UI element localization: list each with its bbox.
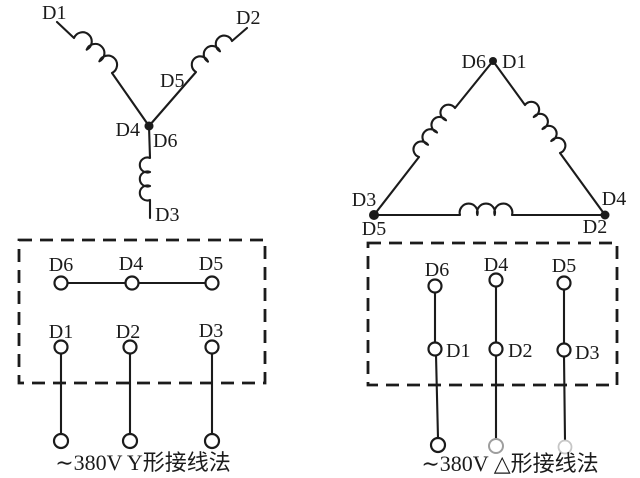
y-label-d2: D2 <box>236 7 260 29</box>
terminal-circle-d5 <box>204 275 220 291</box>
delta-box-label-d3: D3 <box>575 342 599 364</box>
terminal-circle-d3 <box>556 342 572 358</box>
supply-lead-end-1 <box>52 432 70 450</box>
delta-label-d3: D3 <box>352 189 376 211</box>
terminal-circle-d3 <box>204 339 220 355</box>
delta-label-d1: D1 <box>502 51 526 73</box>
delta-label-d2: D2 <box>583 216 607 238</box>
supply-lead-end-1 <box>429 436 447 454</box>
y-box-label-d1: D1 <box>49 321 73 343</box>
delta-box-label-d5: D5 <box>552 255 576 277</box>
terminal-circle-d2 <box>488 341 504 357</box>
delta-box-caption: ∼380V △形接线法 <box>421 451 598 476</box>
delta-box-label-d2: D2 <box>508 340 532 362</box>
terminal-circle-d2 <box>122 339 138 355</box>
y-winding-d1-coil <box>55 20 151 128</box>
delta-box-label-d4: D4 <box>484 254 508 276</box>
delta-right-side-coil <box>491 59 607 217</box>
delta-label-d4: D4 <box>602 188 626 210</box>
supply-lead-end-2 <box>121 432 139 450</box>
delta-box-label-d6: D6 <box>425 259 449 281</box>
y-winding-diagram: D1 D2 D5 D4 D6 D3 <box>42 2 260 226</box>
terminal-circle-d1 <box>427 341 443 357</box>
delta-label-d5: D5 <box>362 218 386 240</box>
terminal-circle-d5 <box>556 275 572 291</box>
delta-top-junction <box>489 57 497 65</box>
delta-lead-3 <box>562 354 567 442</box>
delta-box-label-d1: D1 <box>446 340 470 362</box>
supply-lead-end-3 <box>557 439 573 455</box>
supply-lead-end-2 <box>488 438 504 454</box>
delta-bottom-left-junction <box>369 210 379 220</box>
delta-lead-1 <box>434 353 440 440</box>
delta-bottom-side-coil <box>372 202 607 217</box>
y-box-label-d2: D2 <box>116 321 140 343</box>
terminal-circle-d4 <box>488 272 504 288</box>
supply-lead-end-3 <box>203 432 221 450</box>
delta-terminal-box: D6 D4 D5 D1 D2 D3 ∼380V △形接线法 <box>366 241 619 476</box>
y-terminal-box-outline <box>17 238 267 385</box>
terminal-circle-d4 <box>124 275 140 291</box>
y-label-d3: D3 <box>155 204 179 226</box>
delta-terminal-box-outline <box>366 241 619 387</box>
terminal-circle-d1 <box>53 339 69 355</box>
y-label-d6: D6 <box>153 130 177 152</box>
y-box-label-d6: D6 <box>49 254 73 276</box>
y-winding-d3-coil <box>138 124 152 220</box>
delta-bottom-right-junction <box>600 210 610 220</box>
y-terminal-box: D6 D4 D5 D1 D2 D3 ∼380V Y形接线法 <box>17 238 267 475</box>
y-box-caption: ∼380V Y形接线法 <box>55 450 231 475</box>
delta-left-side-coil <box>372 59 495 217</box>
y-label-d1: D1 <box>42 2 66 24</box>
y-label-d4: D4 <box>116 119 140 141</box>
y-box-label-d4: D4 <box>119 253 143 275</box>
delta-winding-diagram: D6 D1 D3 D5 D4 D2 <box>352 51 626 240</box>
y-star-point-junction <box>144 121 154 131</box>
delta-label-d6: D6 <box>462 51 486 73</box>
y-box-label-d5: D5 <box>199 253 223 275</box>
y-winding-d2-coil <box>147 26 249 128</box>
y-label-d5: D5 <box>160 70 184 92</box>
y-box-label-d3: D3 <box>199 320 223 342</box>
terminal-circle-d6 <box>53 275 69 291</box>
terminal-circle-d6 <box>427 278 443 294</box>
